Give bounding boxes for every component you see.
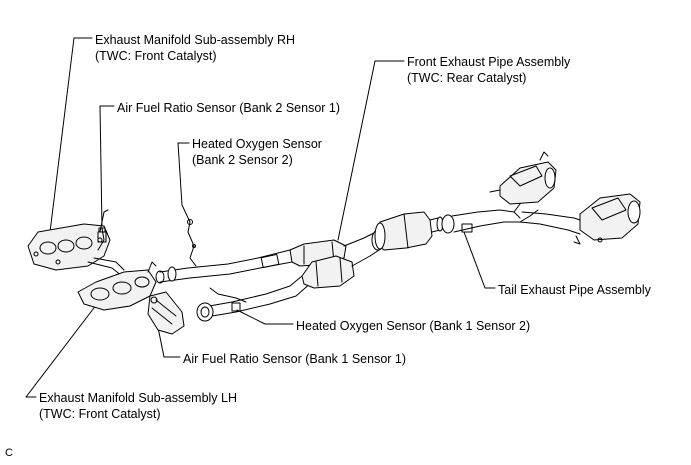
- label-front-exhaust-pipe: Front Exhaust Pipe Assembly (TWC: Rear C…: [407, 54, 570, 86]
- label-heated-oxygen-sensor-bank1-name: Heated Oxygen Sensor (Bank 1 Sensor 2): [296, 319, 531, 333]
- sensor-wire-bank2: [187, 219, 197, 267]
- label-exhaust-manifold-lh: Exhaust Manifold Sub-assembly LH (TWC: F…: [39, 390, 237, 422]
- label-heated-oxygen-sensor-bank2-note: (Bank 2 Sensor 2): [192, 153, 293, 167]
- leader-manifold-rh: [49, 37, 93, 233]
- label-front-exhaust-pipe-name: Front Exhaust Pipe Assembly: [407, 55, 571, 69]
- leader-manifold-lh: [25, 299, 101, 398]
- center-muffler: [374, 211, 444, 251]
- label-tail-exhaust-pipe-name: Tail Exhaust Pipe Assembly: [498, 283, 651, 297]
- label-heated-oxygen-sensor-bank2-name: Heated Oxygen Sensor: [192, 137, 322, 151]
- label-afr-sensor-bank2-name: Air Fuel Ratio Sensor (Bank 2 Sensor 1): [117, 101, 341, 115]
- front-catalyst-lh: [147, 291, 185, 335]
- exhaust-manifold-lh: [77, 261, 161, 311]
- label-afr-sensor-bank2: Air Fuel Ratio Sensor (Bank 2 Sensor 1): [117, 100, 340, 116]
- label-heated-oxygen-sensor-bank1: Heated Oxygen Sensor (Bank 1 Sensor 2): [296, 318, 530, 334]
- leader-front-pipe: [337, 60, 405, 241]
- exhaust-manifold-rh: [27, 209, 125, 277]
- figure-code: C: [5, 447, 13, 459]
- tail-pipe-assembly: [441, 195, 587, 235]
- leader-tail-pipe: [463, 231, 496, 289]
- leader-afr-bank2: [99, 105, 115, 229]
- leader-lines: [25, 37, 496, 398]
- rear-catalyst-bank1: [301, 255, 355, 289]
- afr-sensor-bank2-plug: [97, 227, 106, 251]
- label-exhaust-manifold-lh-note: (TWC: Front Catalyst): [39, 407, 161, 421]
- front-pipe-bank1-tube: [196, 275, 313, 322]
- leader-ho2-bank1: [236, 309, 294, 325]
- label-exhaust-manifold-rh-name: Exhaust Manifold Sub-assembly RH: [95, 33, 296, 47]
- label-afr-sensor-bank1-name: Air Fuel Ratio Sensor (Bank 1 Sensor 1): [183, 352, 407, 366]
- leader-ho2-bank2: [177, 142, 191, 223]
- label-tail-exhaust-pipe: Tail Exhaust Pipe Assembly: [498, 282, 651, 298]
- label-heated-oxygen-sensor-bank2: Heated Oxygen Sensor (Bank 2 Sensor 2): [192, 136, 322, 168]
- label-afr-sensor-bank1: Air Fuel Ratio Sensor (Bank 1 Sensor 1): [183, 351, 406, 367]
- label-front-exhaust-pipe-note: (TWC: Rear Catalyst): [407, 71, 527, 85]
- front-pipe-bank2-tube: [155, 249, 293, 284]
- rear-muffler-upper: [489, 151, 557, 205]
- label-exhaust-manifold-lh-name: Exhaust Manifold Sub-assembly LH: [39, 391, 238, 405]
- label-exhaust-manifold-rh-note: (TWC: Front Catalyst): [95, 49, 217, 63]
- rear-muffler-lower: [573, 193, 641, 245]
- label-exhaust-manifold-rh: Exhaust Manifold Sub-assembly RH (TWC: F…: [95, 32, 295, 64]
